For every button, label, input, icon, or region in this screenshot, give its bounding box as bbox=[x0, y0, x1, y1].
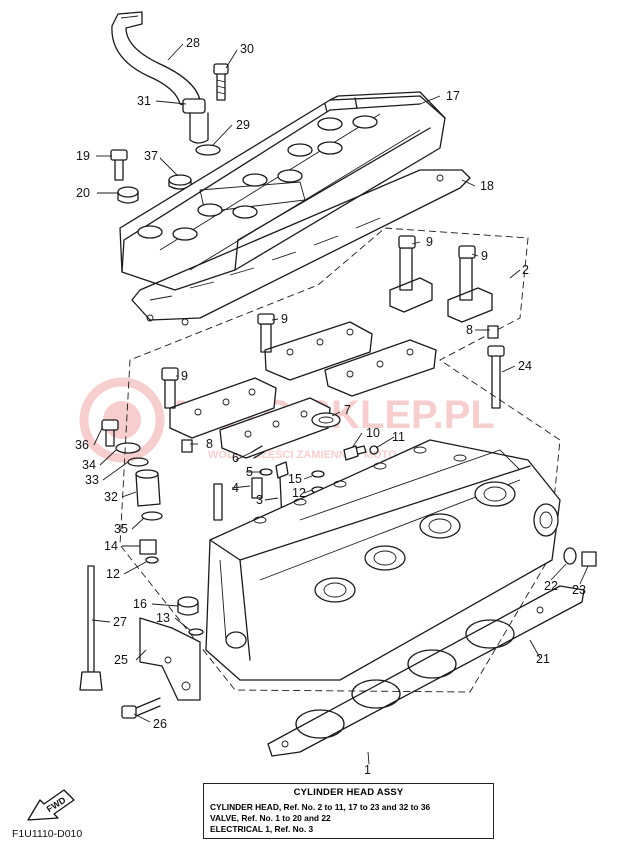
callout-12-left: 12 bbox=[106, 567, 120, 581]
assembly-caption: CYLINDER HEAD ASSY CYLINDER HEAD, Ref. N… bbox=[203, 783, 494, 839]
callout-16: 16 bbox=[133, 597, 147, 611]
callout-13: 13 bbox=[156, 611, 170, 625]
o-ring-29 bbox=[195, 144, 221, 156]
callout-37: 37 bbox=[144, 149, 158, 163]
callout-19: 19 bbox=[76, 149, 90, 163]
callout-3: 3 bbox=[256, 493, 263, 507]
callout-labels: 28 30 31 29 37 19 20 17 18 9 9 2 9 9 8 2… bbox=[75, 36, 586, 777]
head-gasket bbox=[267, 585, 585, 757]
callout-17: 17 bbox=[446, 89, 460, 103]
callout-32: 32 bbox=[104, 490, 118, 504]
callout-30: 30 bbox=[240, 42, 254, 56]
callout-8-right: 8 bbox=[466, 323, 473, 337]
callout-9-upper-left: 9 bbox=[426, 235, 433, 249]
cap-16 bbox=[177, 596, 204, 636]
callout-26: 26 bbox=[153, 717, 167, 731]
forward-arrow-icon: FWD bbox=[27, 789, 75, 821]
cam-cap-group bbox=[161, 235, 499, 459]
callout-15: 15 bbox=[288, 472, 302, 486]
callout-36: 36 bbox=[75, 438, 89, 452]
callout-5: 5 bbox=[246, 465, 253, 479]
bolt-26 bbox=[121, 697, 161, 719]
callout-14: 14 bbox=[104, 539, 118, 553]
valve-bores bbox=[314, 481, 516, 603]
callout-23: 23 bbox=[572, 583, 586, 597]
callout-35: 35 bbox=[114, 522, 128, 536]
callout-29: 29 bbox=[236, 118, 250, 132]
callout-33: 33 bbox=[85, 473, 99, 487]
callout-9-lower: 9 bbox=[181, 369, 188, 383]
callout-9-upper-right: 9 bbox=[481, 249, 488, 263]
diagram-code: F1U1110-D010 bbox=[12, 828, 83, 840]
cable-tie-27 bbox=[79, 565, 103, 691]
callout-1: 1 bbox=[364, 763, 371, 777]
callout-4: 4 bbox=[232, 481, 239, 495]
callout-25: 25 bbox=[114, 653, 128, 667]
bolt-30 bbox=[213, 63, 229, 101]
valve-parts bbox=[145, 445, 325, 564]
callout-31: 31 bbox=[137, 94, 151, 108]
head-studs bbox=[253, 446, 467, 524]
bolt-24 bbox=[487, 345, 505, 409]
callout-20: 20 bbox=[76, 186, 90, 200]
callout-8-left: 8 bbox=[206, 437, 213, 451]
caption-title: CYLINDER HEAD ASSY bbox=[293, 787, 404, 798]
drain-plug bbox=[563, 547, 597, 567]
cylinder-head-assembly-outline bbox=[119, 227, 561, 693]
cover-bosses bbox=[137, 115, 378, 241]
caption-line-cylinder-head: CYLINDER HEAD, Ref. No. 2 to 11, 17 to 2… bbox=[210, 802, 431, 812]
leader-lines bbox=[91, 43, 589, 765]
cylinder-head bbox=[205, 439, 561, 681]
grommet-20 bbox=[117, 186, 139, 204]
bolt-19 bbox=[110, 149, 128, 181]
callout-22: 22 bbox=[544, 579, 558, 593]
callout-7: 7 bbox=[344, 403, 351, 417]
callout-12-right: 12 bbox=[292, 486, 306, 500]
callout-21: 21 bbox=[536, 652, 550, 666]
callout-9-middle: 9 bbox=[281, 312, 288, 326]
caption-line-electrical: ELECTRICAL 1, Ref. No. 3 bbox=[210, 824, 314, 834]
side-parts-left bbox=[101, 419, 163, 555]
seal-7 bbox=[311, 412, 341, 428]
callout-24: 24 bbox=[518, 359, 532, 373]
cam-cap-holes bbox=[194, 328, 414, 438]
callout-18: 18 bbox=[480, 179, 494, 193]
callout-11: 11 bbox=[392, 430, 405, 444]
breather-hose bbox=[111, 11, 209, 144]
callout-10: 10 bbox=[366, 426, 380, 440]
callout-2: 2 bbox=[522, 263, 529, 277]
callout-28: 28 bbox=[186, 36, 200, 50]
valve-cover-gasket bbox=[131, 169, 471, 326]
callout-34: 34 bbox=[82, 458, 96, 472]
callout-27: 27 bbox=[113, 615, 127, 629]
caption-line-valve: VALVE, Ref. No. 1 to 20 and 22 bbox=[210, 813, 331, 823]
callout-6: 6 bbox=[232, 451, 239, 465]
valve-cover bbox=[119, 91, 446, 291]
bracket-25 bbox=[139, 617, 201, 701]
